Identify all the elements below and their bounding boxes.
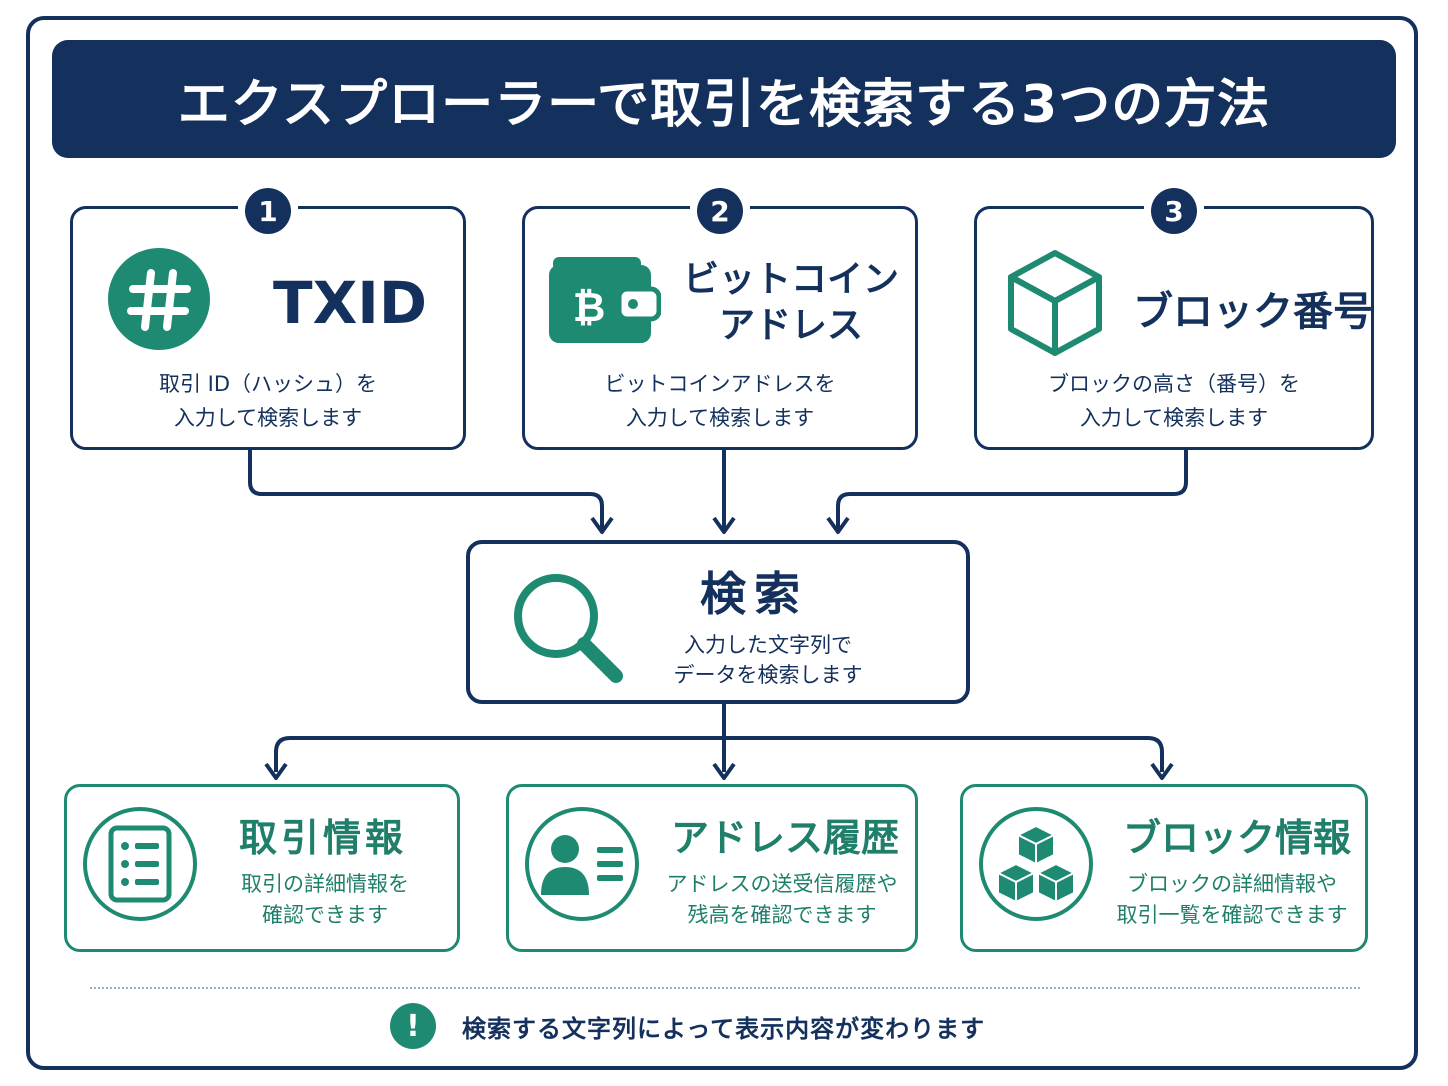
method-description: ビットコインアドレスを 入力して検索します [525,367,915,435]
result-description: 取引の詳細情報を 確認できます [223,869,427,931]
search-description: 入力した文字列で データを検索します [638,630,898,690]
description-line: ビットコインアドレスを [604,372,836,396]
arrow-result-1-head [264,762,288,780]
description-line: 入力して検索します [1079,406,1269,430]
description-line: 取引の詳細情報を [241,872,409,896]
arrow-method-1-head [590,516,614,534]
method-card-txid: 1 TXID 取引 ID（ハッシュ）を 入力して検索します [70,183,466,450]
svg-text:₿: ₿ [573,285,606,331]
step-badge: 3 [1144,183,1204,239]
method-card-bitcoin-address: 2 ₿ ビットコイン アドレス ビットコインアドレスを 入力して検索します [522,183,918,450]
description-line: 入力した文字列で [684,633,852,657]
method-title: ビットコイン アドレス [683,257,899,349]
arrow-result-2-head [712,762,736,780]
footer-note: ! 検索する文字列によって表示内容が変わります [390,1002,985,1050]
arrow-method-1-to-search [248,450,604,530]
result-card-address-history: アドレス履歴 アドレスの送受信履歴や 残高を確認できます [506,784,918,952]
result-card-transaction-info: 取引情報 取引の詳細情報を 確認できます [64,784,460,952]
result-icon-circle [979,807,1093,921]
method-card-block-number: 3 ブロック番号 ブロックの高さ（番号）を 入力して検索します [974,183,1374,450]
document-list-icon [108,825,172,903]
dotted-divider [90,987,1360,989]
page-title: エクスプローラーで取引を検索する3つの方法 [177,74,1271,135]
step-number: 3 [1151,188,1197,234]
description-line: 確認できます [262,903,388,927]
result-description: アドレスの送受信履歴や 残高を確認できます [659,869,905,931]
search-title: 検索 [700,567,808,621]
method-title: TXID [273,269,428,337]
method-title-line: ビットコイン [683,259,900,300]
note-text: 検索する文字列によって表示内容が変わります [462,1014,986,1043]
method-description: ブロックの高さ（番号）を 入力して検索します [977,367,1371,435]
outer-frame [26,16,1418,1070]
description-line: データを検索します [673,663,863,687]
step-badge: 1 [238,183,298,239]
description-line: アドレスの送受信履歴や [666,872,898,896]
arrow-method-3-to-search [836,450,1188,530]
user-card-icon [541,835,623,895]
method-title-line: アドレス [719,305,864,346]
exclamation-icon: ! [390,1003,436,1049]
cube-icon [1008,250,1102,356]
description-line: 取引 ID（ハッシュ）を [158,372,378,396]
arrow-method-3-head [826,516,850,534]
result-icon-circle [525,807,639,921]
description-line: 入力して検索します [173,406,363,430]
arrow-method-2-head [712,516,736,534]
step-number: 2 [697,188,743,234]
description-line: 入力して検索します [625,406,815,430]
result-card-block-info: ブロック情報 ブロックの詳細情報や 取引一覧を確認できます [960,784,1368,952]
method-title: ブロック番号 [1133,289,1373,335]
title-banner: エクスプローラーで取引を検索する3つの方法 [52,40,1396,158]
hash-icon [108,248,210,350]
result-title: ブロック情報 [1123,816,1352,860]
bitcoin-wallet-icon: ₿ [549,257,661,343]
arrow-result-3-head [1150,762,1174,780]
step-badge: 2 [690,183,750,239]
result-icon-circle [83,807,197,921]
description-line: 取引一覧を確認できます [1116,903,1348,927]
result-title: 取引情報 [239,816,408,860]
description-line: 残高を確認できます [687,903,877,927]
magnifier-icon [514,574,623,683]
search-box: 検索 入力した文字列で データを検索します [466,540,970,704]
method-description: 取引 ID（ハッシュ）を 入力して検索します [73,367,463,435]
description-line: ブロックの詳細情報や [1127,872,1337,896]
description-line: ブロックの高さ（番号）を [1048,372,1300,396]
stacked-cubes-icon [997,825,1075,903]
result-description: ブロックの詳細情報や 取引一覧を確認できます [1109,869,1355,931]
result-title: アドレス履歴 [671,816,900,860]
step-number: 1 [245,188,291,234]
